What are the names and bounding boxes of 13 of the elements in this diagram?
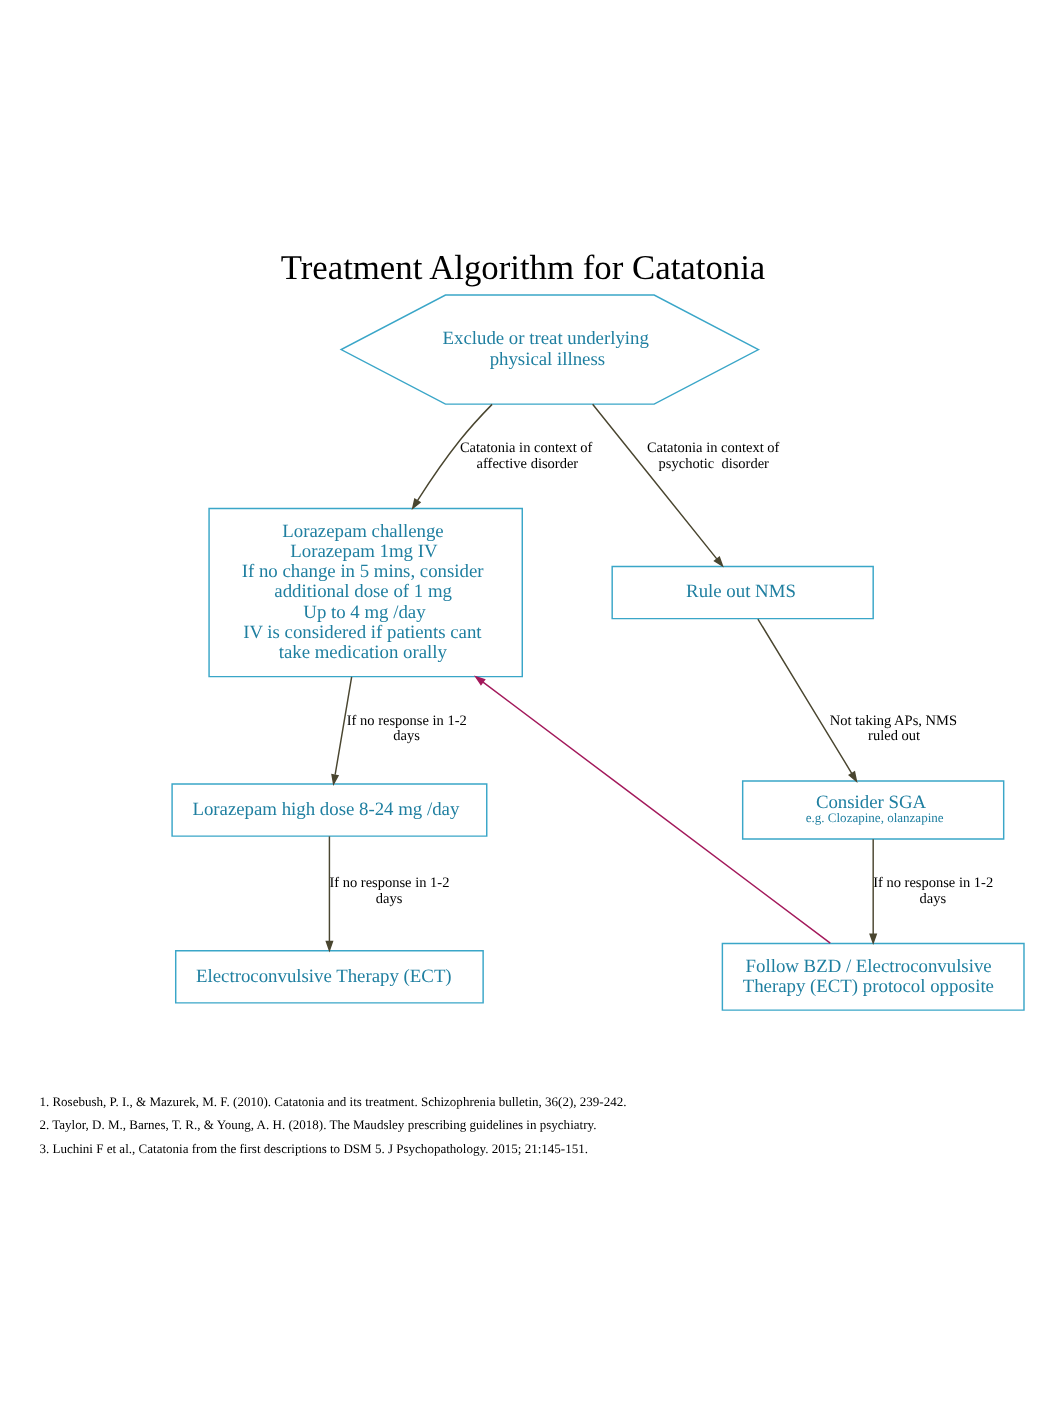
arrow bbox=[474, 675, 831, 944]
arrow bbox=[757, 618, 858, 783]
arrow bbox=[591, 403, 724, 568]
node-box: Lorazepam high dose 8-24 mg /day bbox=[171, 783, 488, 837]
arrow bbox=[869, 838, 878, 946]
arrow bbox=[331, 676, 353, 786]
node-box: Follow BZD / Electroconvulsive Therapy (ECT) protocol opposite bbox=[721, 942, 1025, 1011]
arrow bbox=[325, 835, 334, 953]
diagram-title: Treatment Algorithm for Catatonia bbox=[280, 247, 766, 288]
arrow bbox=[411, 403, 493, 510]
node-box: Lorazepam challenge Lorazepam 1mg IV If no change in 5 mins, consider additional dose of 1 mg Up to 4 mg /day IV is considered if patients cant take medication orally bbox=[208, 507, 523, 678]
node-box: Electroconvulsive Therapy (ECT) bbox=[175, 949, 484, 1004]
node-box: Rule out NMS bbox=[611, 565, 874, 620]
